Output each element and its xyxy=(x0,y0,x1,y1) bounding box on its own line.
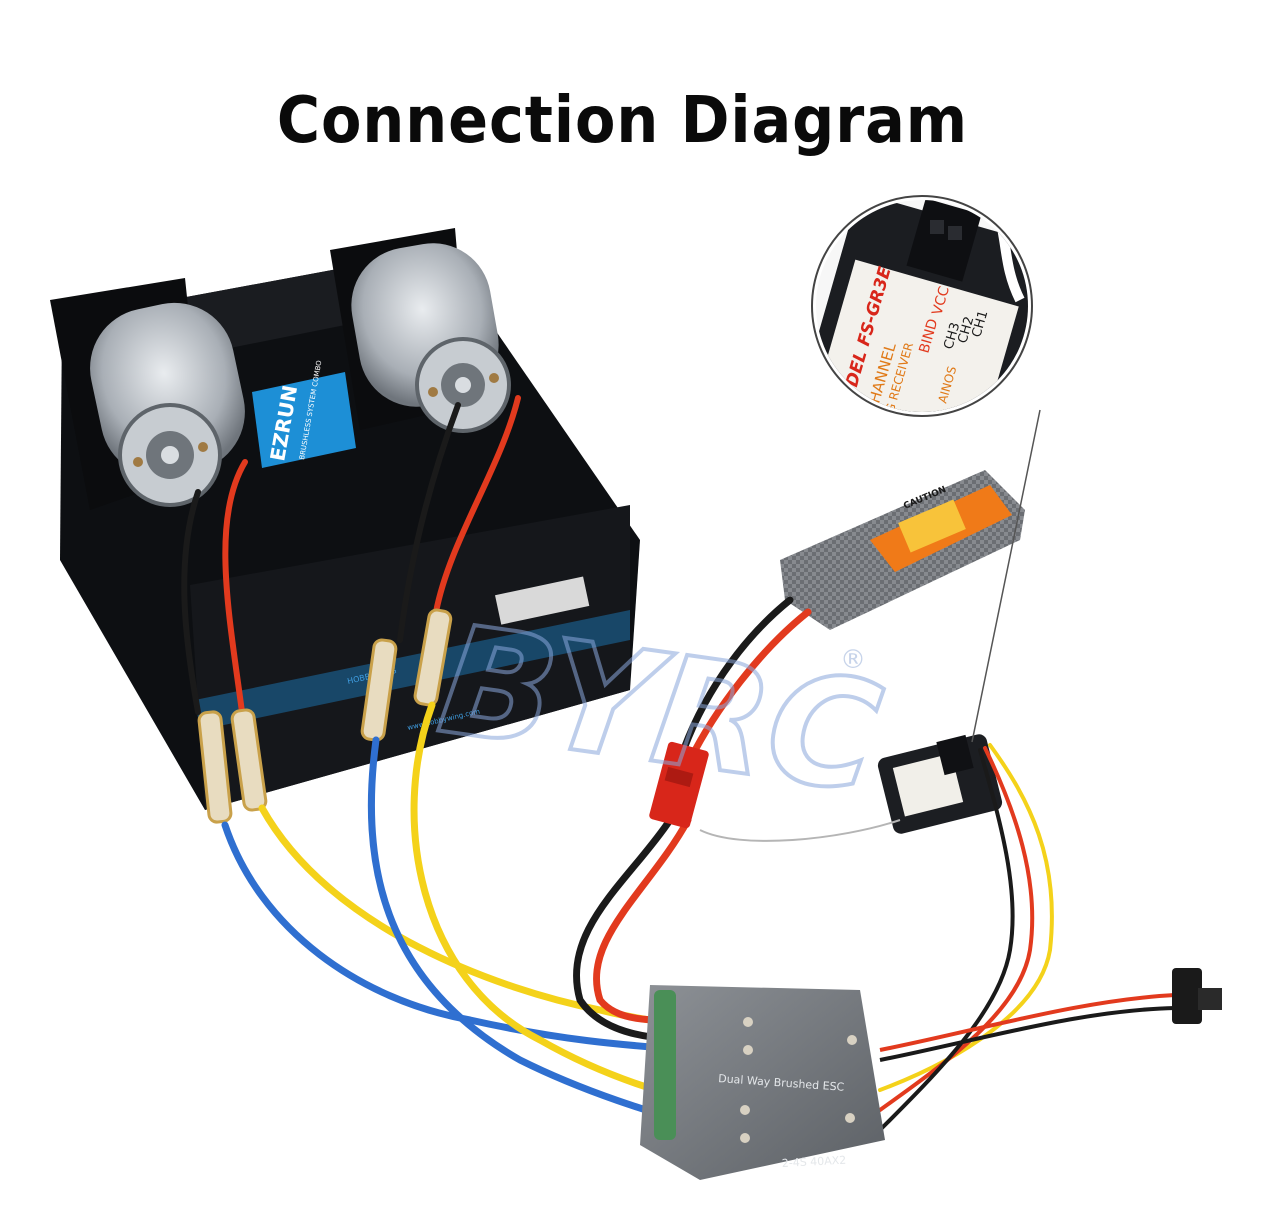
esc-rating: 2-4S 40AX2 xyxy=(781,1154,846,1170)
receiver-pin-vcc: VCC xyxy=(929,284,952,317)
receiver-wires xyxy=(878,743,1054,1132)
receiver-pin-ch3: CH3 xyxy=(941,321,963,351)
motor-leads xyxy=(181,395,521,715)
esc-board: Dual Way Brushed ESC 2-4S 40AX2 xyxy=(640,985,885,1180)
watermark-text: BYRC xyxy=(430,593,890,827)
power-switch xyxy=(879,968,1222,1062)
receiver-pin-ch2: CH2 xyxy=(955,315,977,345)
receiver-pin-ch1: CH1 xyxy=(969,309,991,339)
receiver-callout: MODEL FS-GR3E 3 CHANNEL 2.4G RECEIVER BI… xyxy=(811,195,1033,417)
deans-plug xyxy=(649,741,709,829)
box-sticker xyxy=(495,576,590,625)
motor-left xyxy=(50,278,245,510)
battery: CAUTION xyxy=(780,470,1025,630)
diagram-title: Connection Diagram xyxy=(276,84,969,158)
watermark: BYRC ® xyxy=(428,591,892,829)
box-stripe xyxy=(195,610,630,730)
bullet-connectors xyxy=(197,608,453,824)
box-brand-stripe xyxy=(252,372,356,468)
receiver xyxy=(699,734,1003,842)
motor-right xyxy=(330,228,511,433)
callout-line xyxy=(971,409,1041,743)
watermark-mark: ® xyxy=(840,645,866,675)
